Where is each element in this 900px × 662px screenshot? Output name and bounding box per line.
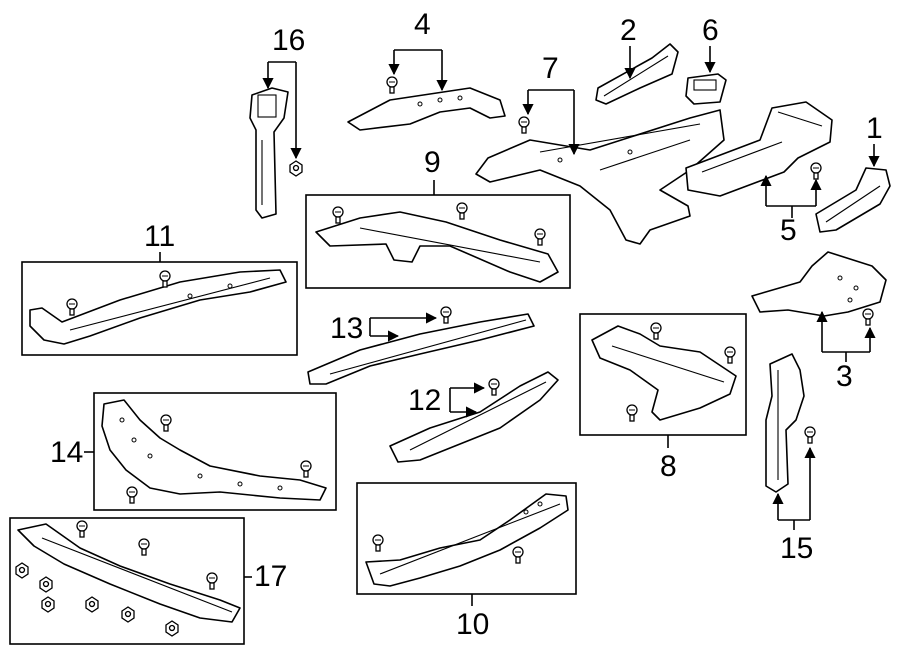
- part-17-bolt-a: [76, 520, 88, 538]
- callout-11: 11: [144, 220, 175, 262]
- part-17-bolt-c: [206, 572, 218, 590]
- part-8-bolt-a: [650, 322, 662, 340]
- callout-5: 5: [760, 174, 822, 247]
- callout-6: 6: [702, 14, 719, 74]
- part-6-clip: [685, 73, 727, 105]
- part-8-group: [579, 313, 747, 436]
- callout-4: 4: [388, 8, 448, 92]
- part-10-bolt-b: [512, 546, 524, 564]
- callout-1: 1: [866, 112, 883, 168]
- callout-5-label: 5: [780, 214, 797, 247]
- callout-17-label: 17: [254, 560, 287, 593]
- part-17-nut-c: [41, 596, 55, 613]
- part-5-bolt: [810, 162, 822, 180]
- part-1-bracket: [815, 167, 891, 233]
- part-3-bolt: [862, 308, 874, 326]
- part-14-bolt-c: [126, 486, 138, 504]
- callout-14-label: 14: [50, 436, 83, 469]
- callout-7: 7: [522, 52, 580, 156]
- part-15-bolt: [804, 426, 816, 444]
- part-10-group: [356, 482, 577, 595]
- part-3-bracket: [751, 251, 887, 326]
- part-13-bracket: [307, 306, 535, 385]
- callout-8: 8: [660, 435, 677, 483]
- part-9-bolt-c: [534, 228, 546, 246]
- part-14-group: [93, 392, 337, 511]
- part-17-nut-d: [85, 596, 99, 613]
- part-9-bolt-b: [456, 202, 468, 220]
- callout-3-label: 3: [836, 360, 853, 393]
- part-17-nut-e: [121, 606, 135, 623]
- part-9-group: [305, 194, 571, 289]
- callout-10-label: 10: [456, 608, 489, 641]
- callout-7-label: 7: [542, 52, 559, 85]
- callout-2: 2: [620, 14, 637, 80]
- callout-2-label: 2: [620, 14, 637, 47]
- part-8-bolt-b: [724, 346, 736, 364]
- part-11-bolt-b: [66, 298, 78, 316]
- callout-16: 16: [262, 24, 305, 160]
- callout-11-label: 11: [144, 220, 175, 253]
- callout-17: 17: [244, 560, 287, 593]
- part-10-frame: [356, 482, 577, 595]
- part-11-group: [21, 261, 298, 356]
- part-16-nut: [289, 160, 303, 177]
- part-2-duct: [595, 43, 679, 105]
- part-17-frame: [9, 517, 245, 645]
- part-9-bolt-a: [332, 206, 344, 224]
- part-17-nut-b: [39, 576, 53, 593]
- callout-15-label: 15: [780, 532, 813, 565]
- callout-10: 10: [456, 594, 489, 641]
- callout-14: 14: [50, 436, 94, 469]
- part-17-nut-f: [165, 620, 179, 637]
- callout-4-label: 4: [414, 8, 431, 41]
- part-12-bolt: [488, 378, 500, 396]
- part-4-bracket: [347, 76, 506, 131]
- callout-6-label: 6: [702, 14, 719, 47]
- callout-13-label: 13: [330, 312, 363, 345]
- callout-3: 3: [816, 310, 876, 393]
- part-17-group: [9, 517, 245, 645]
- part-11-bolt-a: [159, 270, 171, 288]
- part-8-bolt-c: [626, 404, 638, 422]
- callout-15: 15: [772, 446, 816, 565]
- part-17-bolt-b: [138, 538, 150, 556]
- part-14-bolt-a: [160, 414, 172, 432]
- callout-9-label: 9: [424, 146, 441, 179]
- part-7-bolt: [518, 116, 530, 134]
- part-8-frame: [579, 313, 747, 436]
- callout-16-label: 16: [272, 24, 305, 57]
- part-14-bolt-b: [300, 460, 312, 478]
- part-16-vertical-duct: [249, 87, 303, 219]
- part-5-rear-duct: [685, 101, 833, 197]
- part-15-vertical-bracket: [765, 353, 816, 493]
- callout-12-label: 12: [408, 384, 441, 417]
- part-4-bolt: [386, 76, 398, 94]
- callout-1-label: 1: [866, 112, 883, 145]
- callout-12: 12: [408, 382, 486, 418]
- callout-13: 13: [330, 312, 438, 345]
- part-17-nut-a: [15, 562, 29, 579]
- callout-9: 9: [424, 146, 441, 195]
- part-13-bolt: [440, 306, 452, 324]
- part-10-bolt-a: [372, 534, 384, 552]
- callout-8-label: 8: [660, 450, 677, 483]
- part-9-frame: [305, 194, 571, 289]
- part-7-floor-duct: [475, 109, 725, 245]
